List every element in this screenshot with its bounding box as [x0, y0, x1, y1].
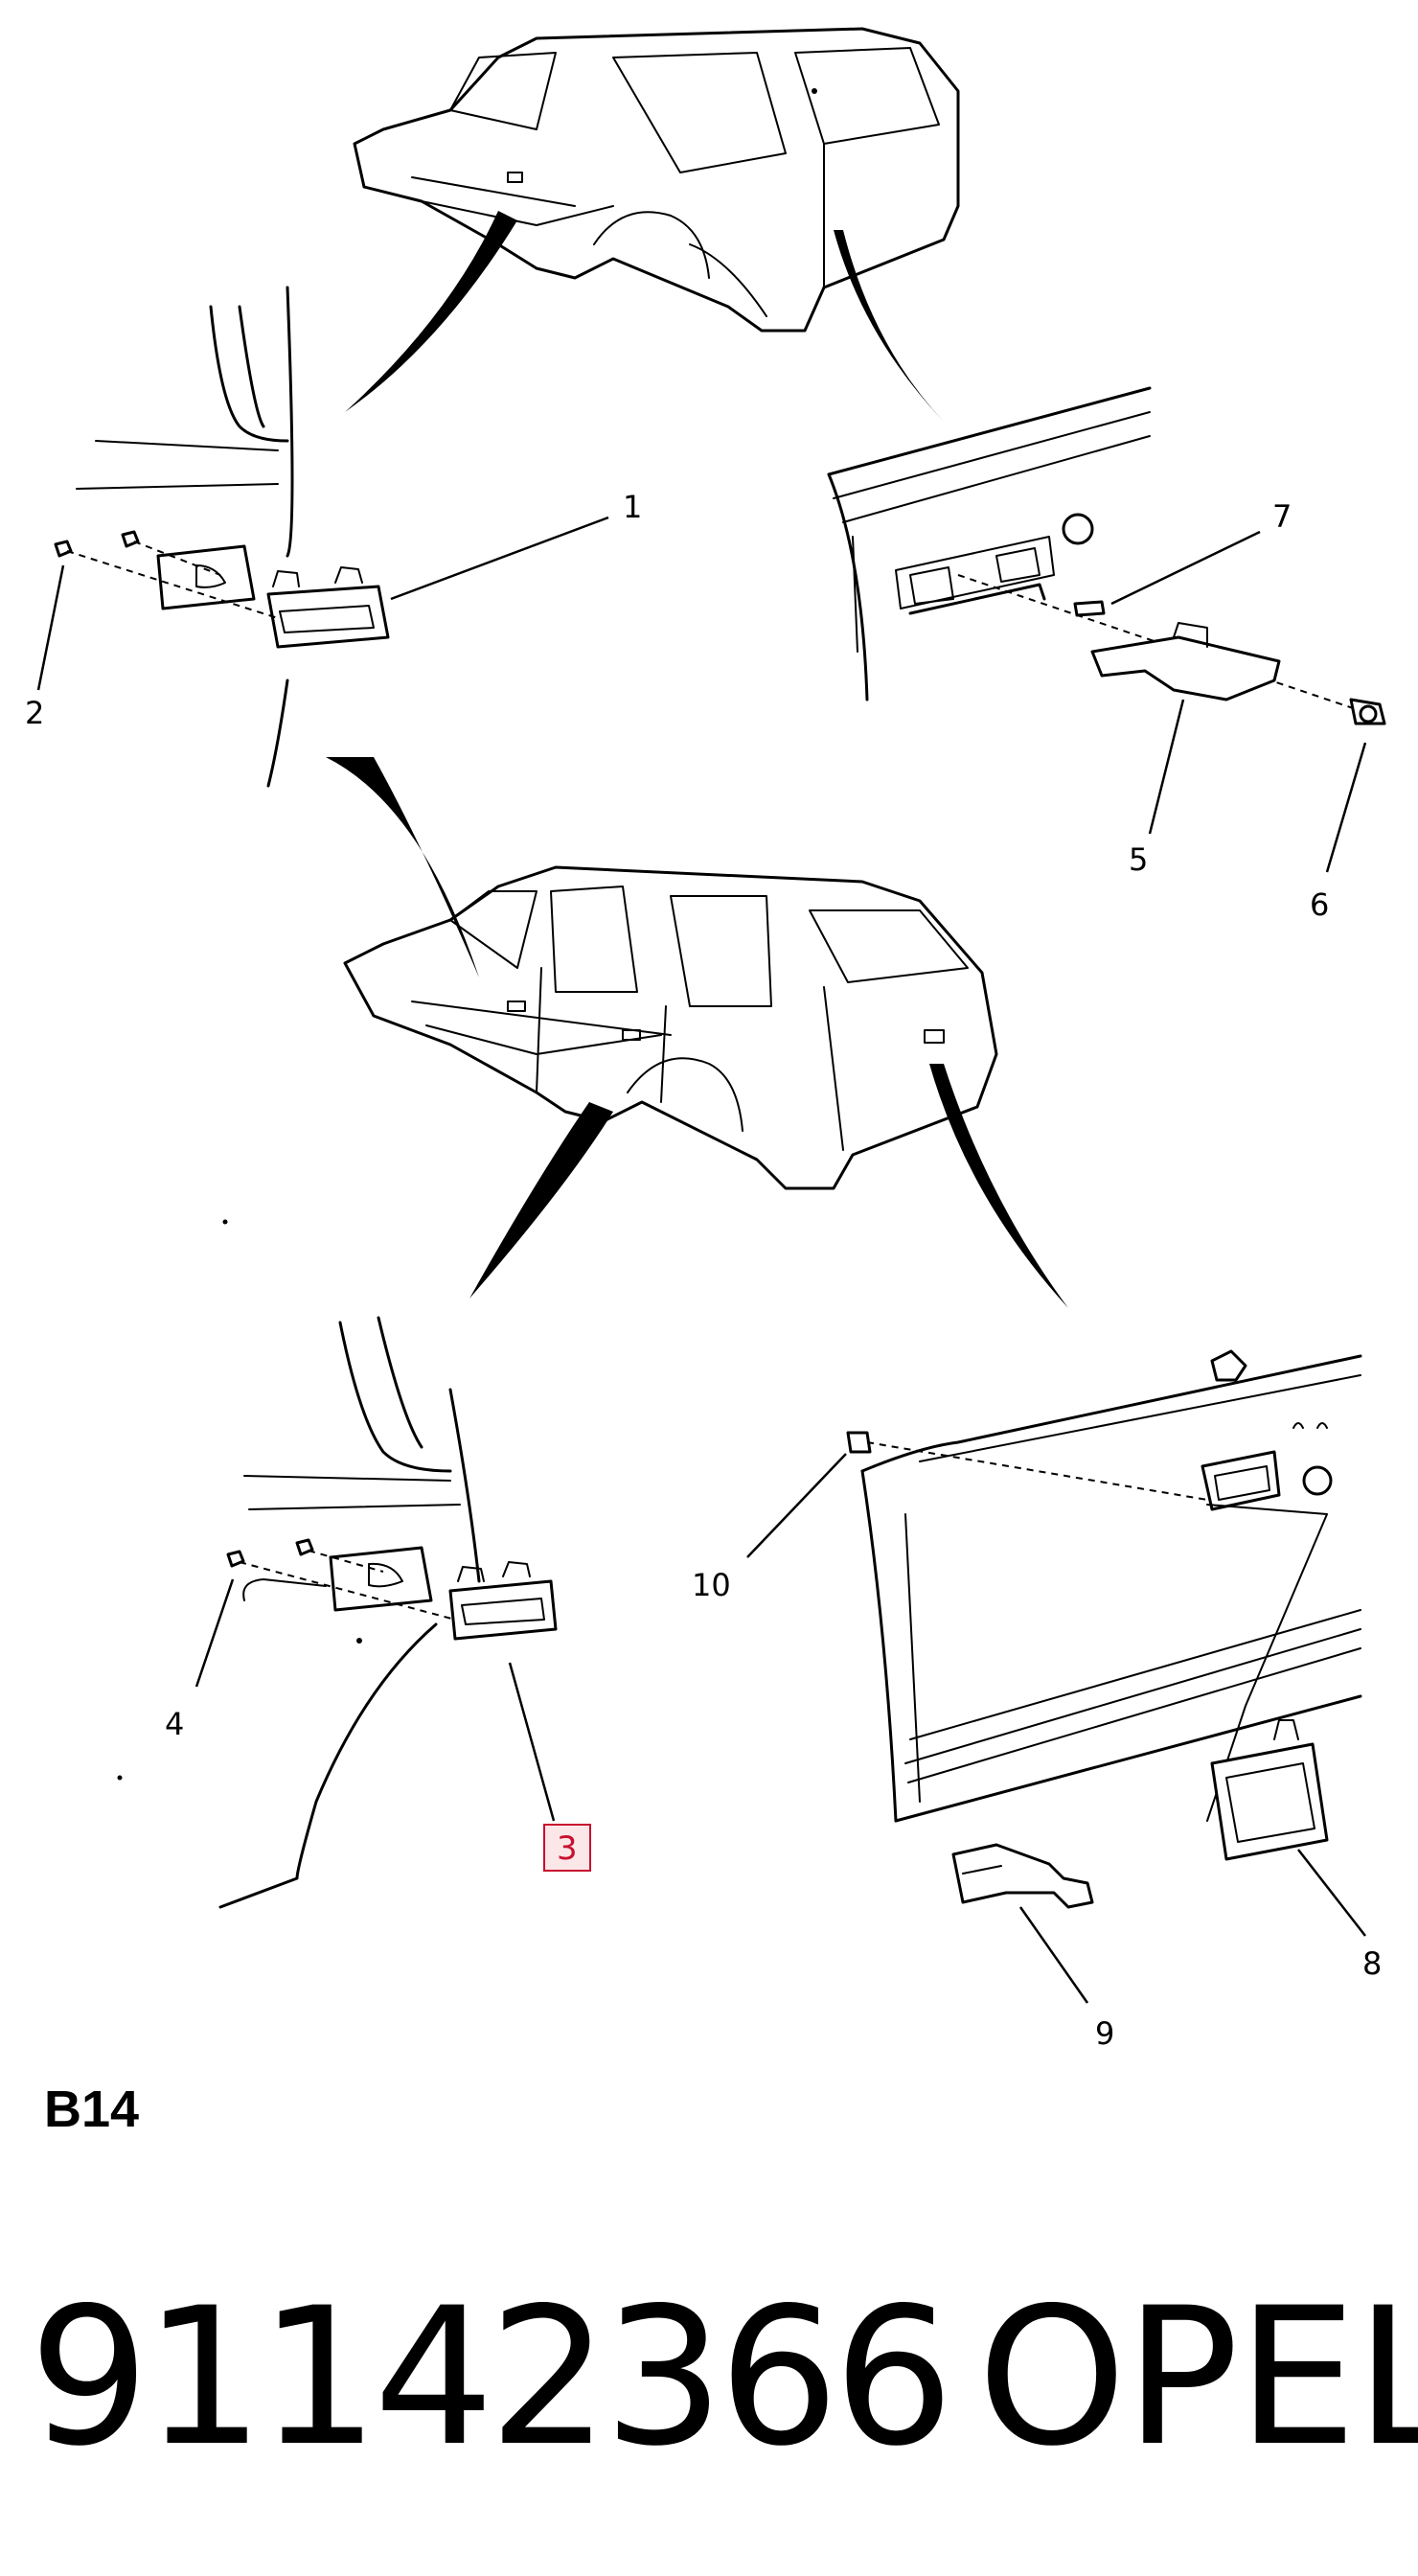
door-handle-bezel: [156, 544, 256, 610]
section-code: B14: [44, 2081, 140, 2138]
grommet-icon: [1062, 513, 1094, 545]
door-handle-bezel: [329, 1546, 433, 1612]
door-handle-upper: [266, 585, 390, 649]
callout-3-highlight[interactable]: 3: [543, 1824, 591, 1872]
tailgate-detail-lower: [846, 1349, 1362, 1909]
swoosh-arrow: [929, 1064, 1068, 1308]
swoosh-arrow: [834, 230, 944, 422]
latch-bracket: [1090, 635, 1281, 702]
front-door-detail-upper: [54, 286, 390, 788]
screw-icon: [226, 1550, 245, 1568]
bolt-icon: [846, 1431, 872, 1454]
swoosh-arrow: [326, 757, 479, 978]
screw-icon: [54, 540, 73, 558]
part-number: 91142366: [29, 2266, 954, 2488]
callout-1: 1: [623, 489, 642, 525]
screw-icon: [121, 530, 140, 548]
rear-detail-upper: [827, 386, 1386, 725]
tailgate-handle-recess: [1201, 1450, 1281, 1511]
rear-door-detail-lower: [117, 1219, 558, 1909]
callout-10: 10: [692, 1567, 731, 1603]
callout-9: 9: [1095, 2015, 1114, 2052]
callout-8: 8: [1362, 1945, 1382, 1982]
callout-7: 7: [1272, 498, 1292, 535]
brand-name: OPEL: [977, 2266, 1418, 2488]
swoosh-arrow: [345, 211, 517, 412]
callout-3: 3: [557, 1829, 578, 1868]
vehicle-4door-illustration: [343, 865, 998, 1190]
highlight-box: [543, 1824, 591, 1872]
vehicle-2door-illustration: [353, 27, 960, 333]
leader-lines: [36, 516, 1367, 2004]
callout-2: 2: [25, 695, 44, 731]
grommet-icon: [1302, 1465, 1333, 1496]
callout-4: 4: [165, 1706, 184, 1742]
swoosh-arrow: [469, 1102, 613, 1299]
clip-icon: [1073, 600, 1106, 617]
door-handle-lower: [448, 1579, 558, 1641]
callout-5: 5: [1129, 841, 1148, 878]
callout-6: 6: [1310, 886, 1329, 923]
lock-rod: [951, 1843, 1094, 1909]
screw-icon: [295, 1538, 314, 1556]
